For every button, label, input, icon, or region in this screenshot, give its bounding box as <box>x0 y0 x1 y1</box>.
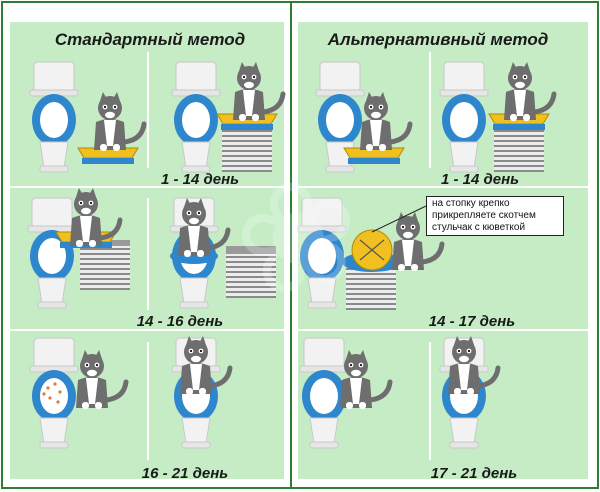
std-row3-cell1 <box>29 337 126 449</box>
alternative-method-title: Альтернативный метод <box>327 30 549 49</box>
standard-stage-1-label: 1 - 14 день <box>160 171 240 188</box>
alt-row2-cell1 <box>297 197 442 311</box>
litter-tray-icon <box>77 147 139 165</box>
callout-line: прикрепляете скотчем <box>432 210 536 221</box>
callout-line: стульчак с кюветкой <box>432 222 526 233</box>
standard-method-title: Стандартный метод <box>54 30 246 49</box>
cell-grid <box>10 52 588 460</box>
alternative-stage-3-label: 17 - 21 день <box>430 465 518 482</box>
alternative-stage-1-label: 1 - 14 день <box>440 171 520 188</box>
standard-stage-2-label: 14 - 16 день <box>136 313 224 330</box>
callout-pointer <box>371 205 427 233</box>
std-row2-cell2 <box>169 198 277 309</box>
callout-box: на стопку крепко прикрепляете скотчем ст… <box>426 196 564 236</box>
paper-stack-icon <box>493 127 545 173</box>
alternative-stage-2-label: 14 - 17 день <box>428 313 516 330</box>
std-row2-cell1 <box>27 188 131 309</box>
callout-line: на стопку крепко <box>432 198 510 209</box>
standard-stage-3-label: 16 - 21 день <box>141 465 229 482</box>
